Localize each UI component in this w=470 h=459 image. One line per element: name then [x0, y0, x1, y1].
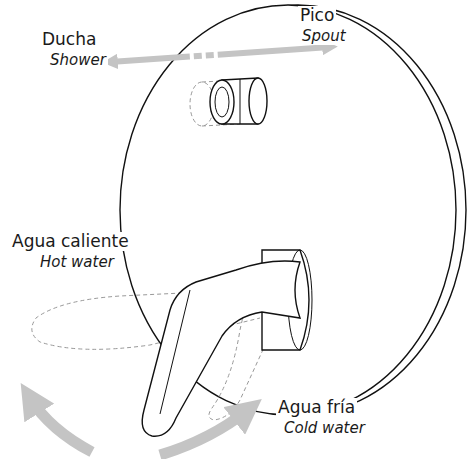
diverter-arrow [110, 47, 330, 62]
spanish-label: Agua caliente [10, 232, 131, 251]
english-label: Spout [300, 28, 348, 45]
english-label: Cold water [282, 420, 367, 437]
english-label: Hot water [38, 254, 116, 271]
spanish-label: Ducha [40, 30, 98, 49]
spanish-label: Agua fría [276, 398, 357, 417]
english-label: Shower [48, 52, 108, 69]
spanish-label: Pico [298, 6, 336, 25]
diverter-knob [210, 78, 267, 124]
rotation-arrow [30, 398, 248, 455]
